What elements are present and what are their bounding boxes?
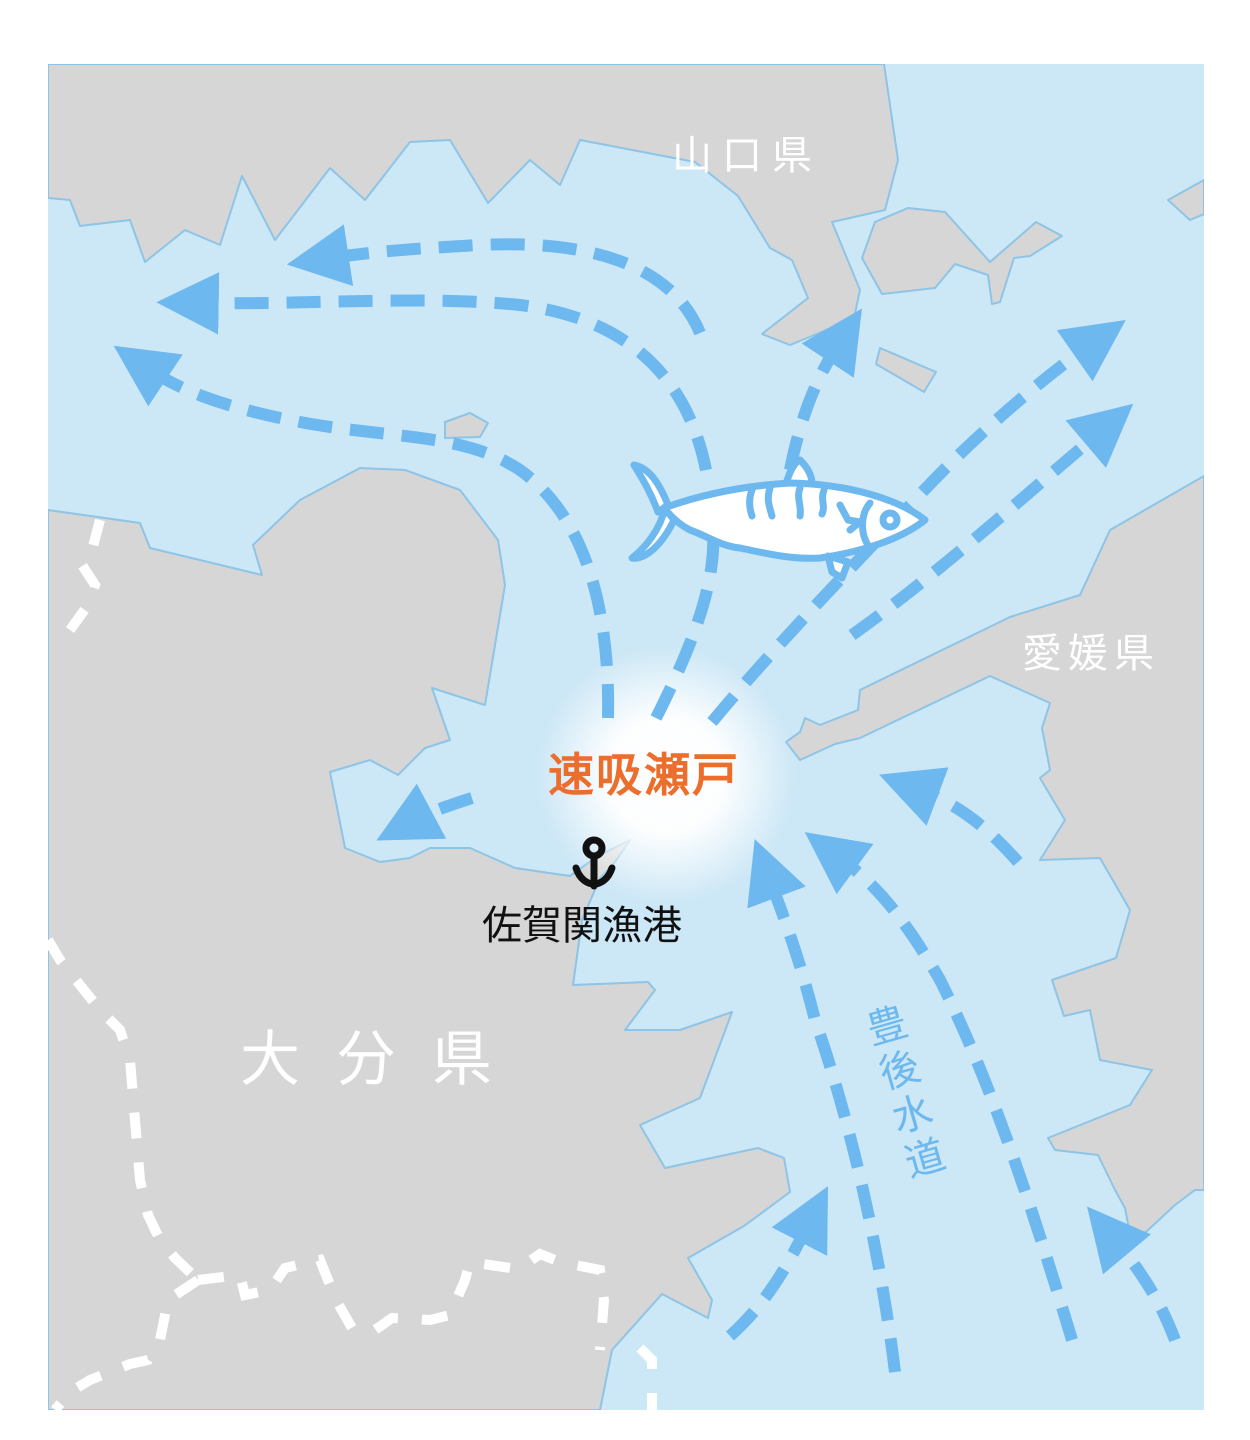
land-island-northeast	[1167, 179, 1204, 221]
land-islet-2	[444, 412, 489, 439]
land-island-east	[861, 207, 1063, 305]
current-southeast-inflow	[1087, 1206, 1181, 1343]
land-yamaguchi	[48, 64, 899, 346]
current-west-short	[376, 783, 474, 841]
anchor-icon	[572, 836, 616, 890]
current-northeast-lower	[848, 403, 1134, 640]
current-northwest-upper	[286, 224, 706, 336]
land-ehime	[785, 475, 1204, 1246]
label-yamaguchi-prefecture: 山口県	[672, 133, 822, 179]
label-saganoseki-port: 佐賀関漁港	[482, 903, 682, 949]
current-southwest-inflow	[725, 1186, 828, 1341]
current-south-right	[879, 767, 1023, 866]
label-oita-prefecture: 大分県	[240, 1025, 528, 1095]
current-arrows	[113, 224, 1181, 1373]
mackerel-fish-icon	[628, 456, 929, 582]
current-south-center	[804, 832, 1078, 1342]
current-north	[784, 308, 862, 472]
label-ehime-prefecture: 愛媛県	[1022, 631, 1160, 677]
current-northwest-middle	[156, 272, 712, 472]
label-hayasui-strait: 速吸瀬戸	[548, 748, 740, 802]
current-northwest-lower	[113, 345, 615, 719]
prefecture-borders	[48, 518, 657, 1410]
current-south-left	[747, 839, 901, 1373]
land-islet-1	[875, 347, 937, 393]
